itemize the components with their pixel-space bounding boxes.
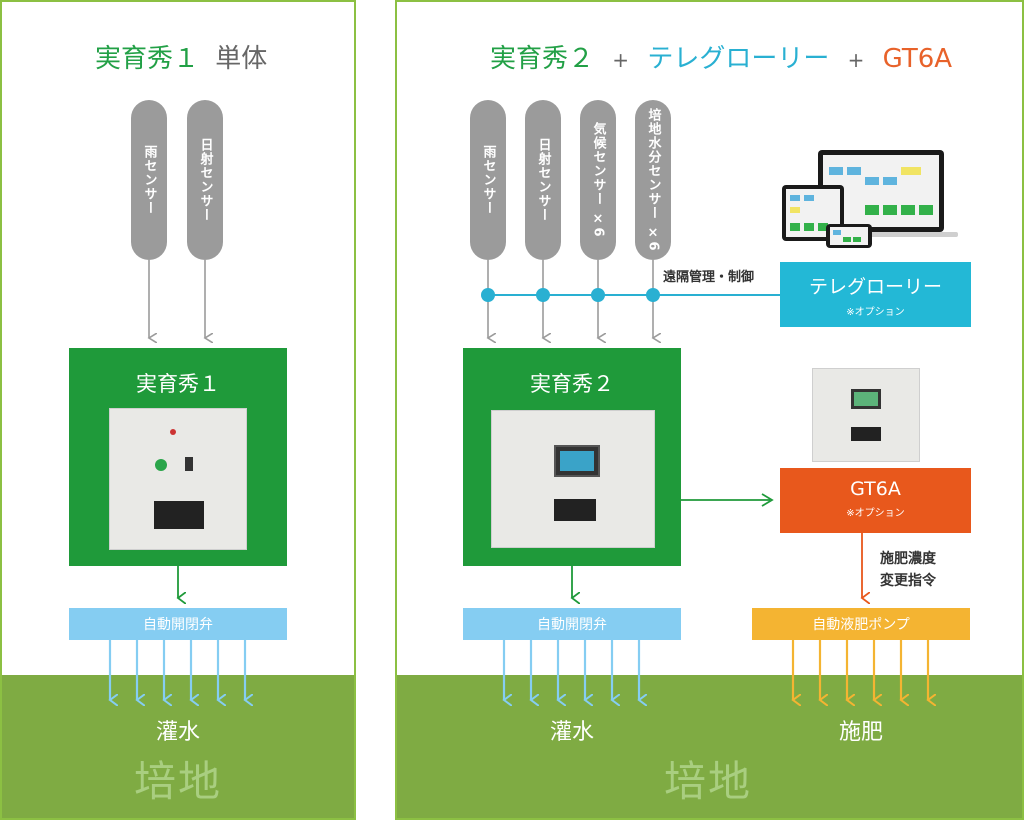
left-sensor-solar: 日射センサー	[187, 100, 223, 260]
right-pump: 自動液肥ポンプ	[752, 608, 970, 640]
remote-label: 遠隔管理・制御	[663, 270, 755, 285]
left-title-sub: 単体	[215, 44, 268, 74]
telegrory-label: テレグローリー	[808, 276, 942, 298]
left-controller-photo	[109, 408, 247, 550]
right-valve: 自動開閉弁	[463, 608, 681, 640]
tablet-illustration	[782, 185, 844, 241]
right-title: 実育秀２ + テレグローリー + GT6A	[490, 38, 952, 75]
left-controller-label: 実育秀１	[136, 372, 220, 396]
mode-switch	[185, 457, 193, 471]
right-controller-photo	[491, 410, 655, 548]
telegrory-note: ※オプション	[846, 307, 905, 318]
gt6a-label: GT6A	[850, 478, 901, 500]
gt6a-box: GT6A ※オプション	[780, 468, 971, 533]
right-fert-label: 施肥	[838, 720, 883, 745]
left-sensor-rain: 雨センサー	[131, 100, 167, 260]
phone-illustration	[826, 224, 872, 248]
right-title-plus2: +	[847, 48, 865, 72]
right-title-part3: GT6A	[882, 44, 953, 74]
right-sensor-climate: 気候センサー ×6	[580, 100, 616, 260]
indicator-light	[170, 429, 176, 435]
left-panel	[0, 0, 356, 820]
telegrory-box: テレグローリー ※オプション	[780, 262, 971, 327]
command-label: 施肥濃度 変更指令	[880, 548, 936, 592]
nameplate	[554, 499, 596, 521]
right-controller-label: 実育秀２	[530, 372, 614, 396]
touch-screen	[851, 389, 881, 409]
right-sensor-soil: 培地水分センサー ×6	[635, 100, 671, 260]
left-valve: 自動開閉弁	[69, 608, 287, 640]
command-line2: 変更指令	[880, 573, 936, 589]
ground-area	[2, 675, 354, 818]
left-ground-label: 培地	[133, 757, 222, 806]
right-sensor-solar: 日射センサー	[525, 100, 561, 260]
ground-area	[397, 675, 1022, 818]
left-water-label: 灌水	[155, 720, 200, 745]
gt6a-photo	[812, 368, 920, 462]
left-controller-box: 実育秀１	[69, 348, 287, 566]
command-line1: 施肥濃度	[880, 551, 936, 567]
touch-screen	[554, 445, 600, 477]
right-water-label: 灌水	[549, 720, 594, 745]
power-button	[155, 459, 167, 471]
gt6a-note: ※オプション	[846, 508, 905, 519]
left-title-main: 実育秀１	[95, 44, 200, 74]
right-controller-box: 実育秀２	[463, 348, 681, 566]
right-ground-label: 培地	[663, 757, 752, 806]
right-sensor-rain: 雨センサー	[470, 100, 506, 260]
right-title-part2: テレグローリー	[647, 44, 830, 74]
right-title-part1: 実育秀２	[490, 44, 595, 74]
nameplate	[851, 427, 881, 441]
nameplate	[154, 501, 204, 529]
right-title-plus1: +	[612, 48, 630, 72]
left-title: 実育秀１ 単体	[95, 38, 267, 75]
